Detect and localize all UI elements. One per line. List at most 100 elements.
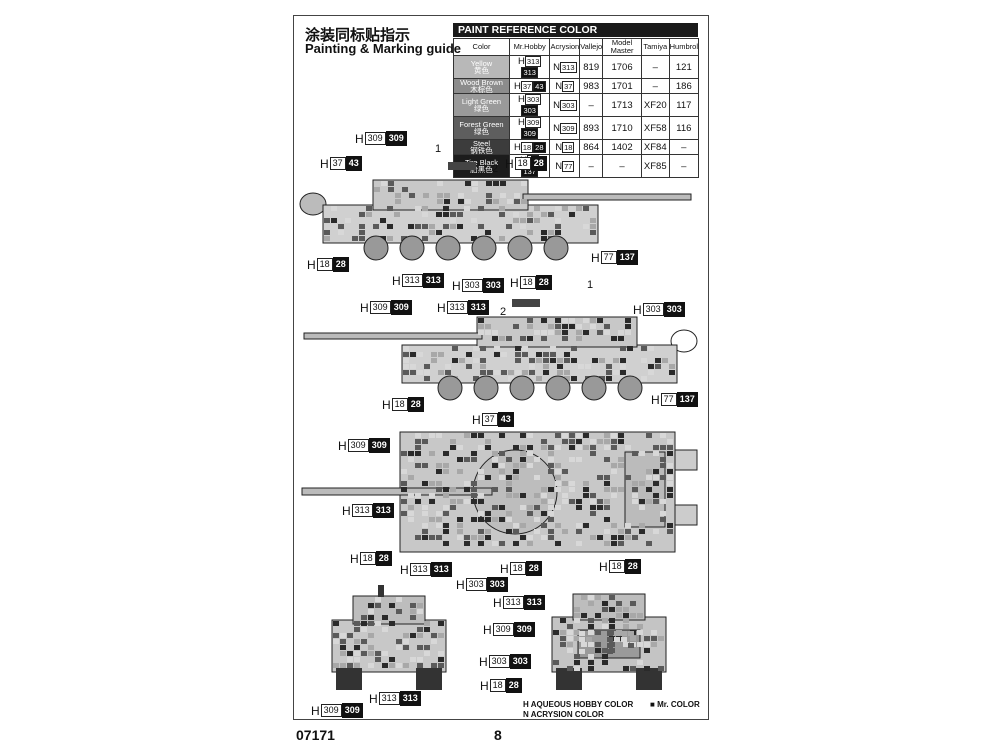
color-name-chinese: 木棕色 <box>470 85 493 94</box>
h-code: 303 <box>524 94 542 105</box>
mr-color-code: 309 <box>341 703 363 718</box>
h-code: 18 <box>520 141 534 153</box>
road-wheel <box>437 375 463 401</box>
model-master-cell: 1706 <box>602 55 642 79</box>
callout-prefix: H <box>311 703 320 718</box>
callout-prefix: H <box>472 412 481 427</box>
model-master-cell: 1701 <box>602 78 642 94</box>
model-master-cell: 1710 <box>602 116 642 140</box>
vallejo-cell: 893 <box>579 116 604 140</box>
tamiya-cell: – <box>640 78 670 94</box>
mr-color-code: 28 <box>624 559 641 574</box>
color-name-chinese: 钢铁色 <box>470 146 493 155</box>
callout-prefix: H <box>338 438 347 453</box>
reference-heading: PAINT REFERENCE COLOR <box>453 23 698 37</box>
tank-front-view <box>331 585 447 690</box>
callout-prefix: H <box>500 561 509 576</box>
aqueous-code: 18 <box>519 276 536 289</box>
callout-prefix: H <box>479 654 488 669</box>
column-header: Acrysion <box>549 38 581 56</box>
aqueous-code: 18 <box>509 562 526 575</box>
callout-prefix: H <box>369 691 378 706</box>
h-prefix: H <box>513 80 521 92</box>
mr-color-code: 303 <box>486 577 508 592</box>
h-code: 309 <box>524 117 542 128</box>
callout-prefix: H <box>599 559 608 574</box>
tamiya-cell: XF20 <box>640 93 670 117</box>
mr-color-code: 309 <box>513 622 535 637</box>
aqueous-code: 303 <box>465 578 487 591</box>
aqueous-code: 309 <box>320 704 342 717</box>
callout-prefix: H <box>510 275 519 290</box>
legend-acrysion: N ACRYSION COLOR <box>523 710 604 719</box>
product-code: 07171 <box>296 727 335 743</box>
color-name-chinese: 绿色 <box>474 104 489 113</box>
road-wheel <box>399 235 425 261</box>
humbrol-cell: 121 <box>668 55 700 79</box>
mr-color-code: 309 <box>521 128 538 139</box>
tank-left-side-view <box>299 162 692 261</box>
legend-mr-color-label: Mr. COLOR <box>657 700 700 709</box>
n-prefix: N <box>555 141 563 153</box>
callout-prefix: H <box>320 156 329 171</box>
aqueous-code: 309 <box>364 132 386 145</box>
callout-prefix: H <box>307 257 316 272</box>
legend-mr-color: ■ Mr. COLOR <box>650 700 700 709</box>
n-prefix: N <box>553 61 560 73</box>
mr-color-code: 303 <box>482 278 504 293</box>
h-prefix: H <box>513 141 521 153</box>
road-wheel <box>545 375 571 401</box>
color-name: Wood Brown <box>460 78 503 87</box>
h-code: 37 <box>520 80 534 92</box>
road-wheel <box>509 375 535 401</box>
vallejo-cell: 983 <box>579 78 604 94</box>
color-name: Light Green <box>461 97 502 106</box>
aqueous-code: 37 <box>481 413 498 426</box>
color-name: Steel <box>472 139 491 148</box>
callout-prefix: H <box>456 577 465 592</box>
aqueous-code: 309 <box>369 301 391 314</box>
callout-prefix: H <box>350 551 359 566</box>
n-code: 313 <box>560 61 577 73</box>
aqueous-code: 18 <box>608 560 625 573</box>
road-wheels <box>363 235 569 261</box>
n-prefix: N <box>553 99 560 111</box>
color-name-chinese: 绿色 <box>474 127 489 136</box>
road-wheel <box>473 375 499 401</box>
mr-color-code: 309 <box>390 300 412 315</box>
aqueous-code: 18 <box>514 157 531 170</box>
legend-aqueous: H AQUEOUS HOBBY COLOR <box>523 700 634 709</box>
aqueous-code: 303 <box>461 279 483 292</box>
tank-top-view <box>301 431 698 553</box>
road-wheel <box>363 235 389 261</box>
humbrol-cell: 186 <box>668 78 700 94</box>
color-name: Forest Green <box>459 120 504 129</box>
callout-prefix: H <box>505 156 514 171</box>
mr-color-code: 28 <box>375 551 392 566</box>
aqueous-code: 18 <box>359 552 376 565</box>
mr-color-code: 28 <box>525 561 542 576</box>
mr-color-code: 43 <box>497 412 514 427</box>
table-header-row: Color Mr.Hobby Acrysion Vallejo Model Ma… <box>453 38 700 56</box>
color-name: Yellow <box>470 59 493 68</box>
mr-color-code: 313 <box>399 691 421 706</box>
vallejo-cell: – <box>579 154 604 178</box>
